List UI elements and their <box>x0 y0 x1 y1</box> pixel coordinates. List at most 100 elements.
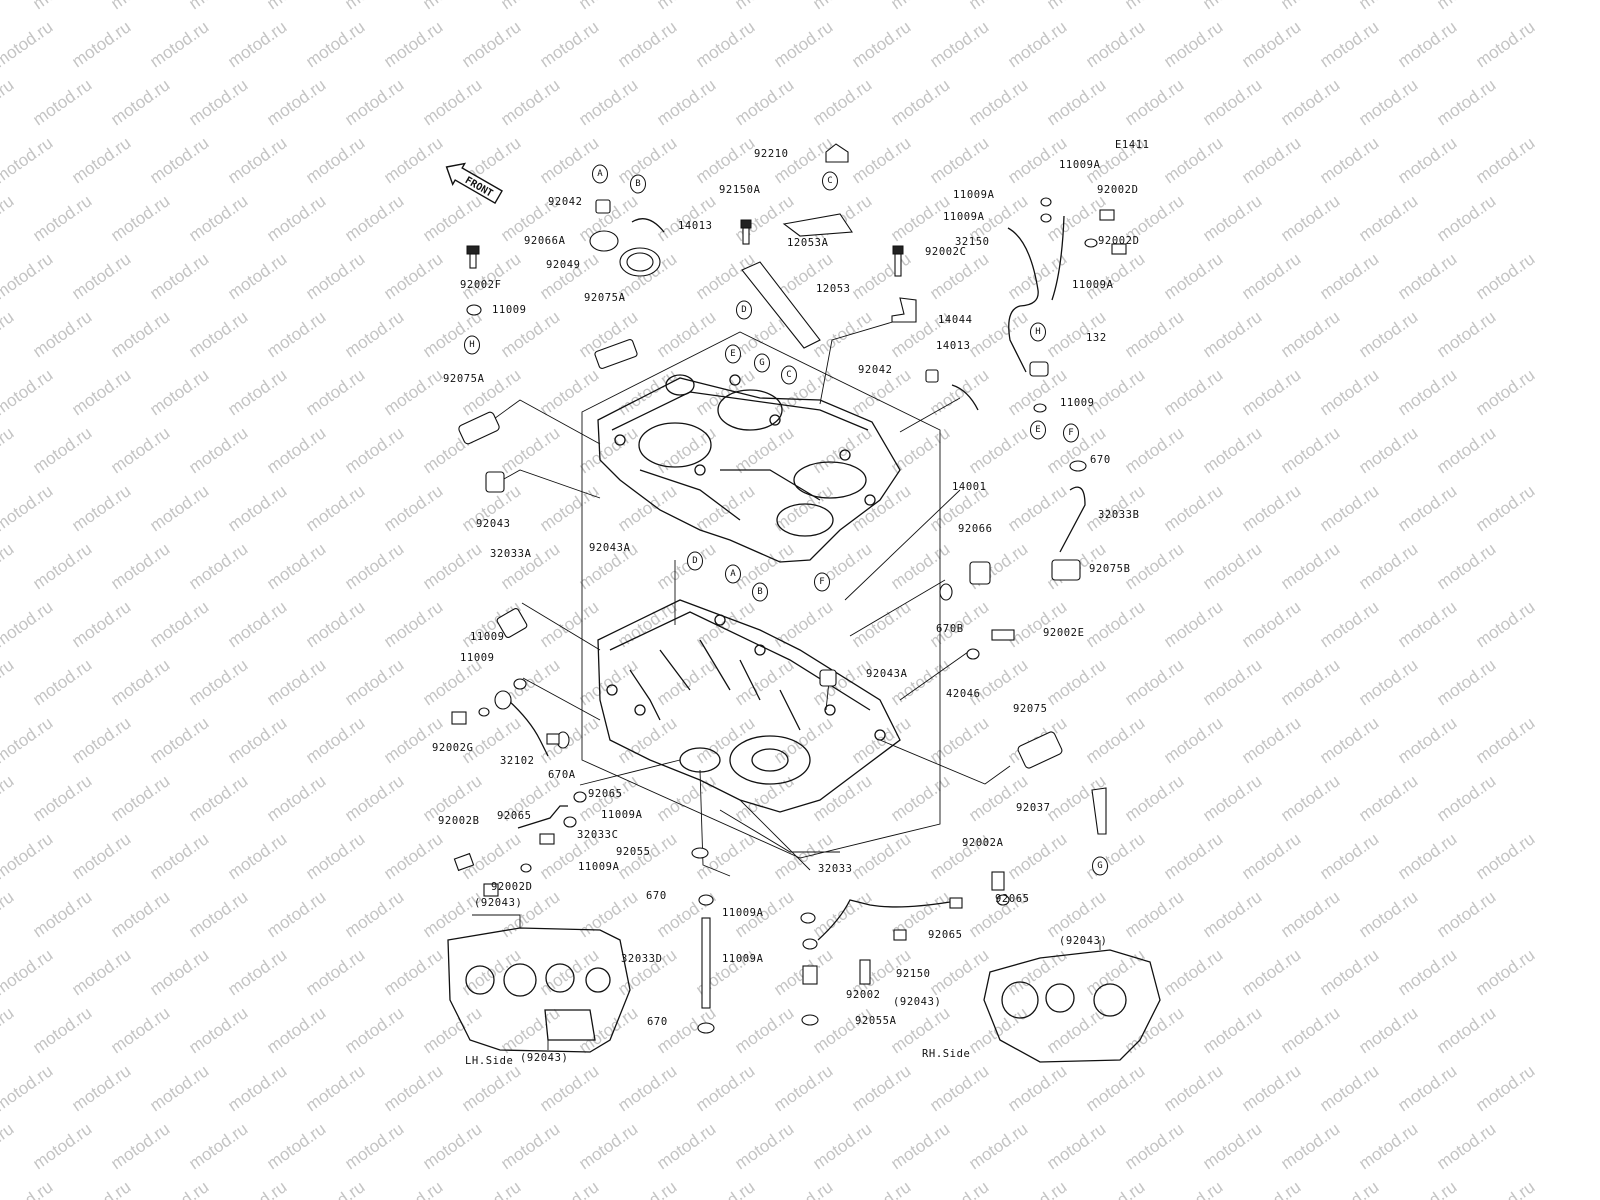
watermark-text: motod.ru <box>458 1061 524 1115</box>
watermark-text: motod.ru <box>419 0 485 13</box>
lh-side-view <box>447 914 631 1053</box>
watermark-text: motod.ru <box>575 0 641 13</box>
callout-letter: G <box>759 358 764 368</box>
watermark-text: motod.ru <box>1199 1119 1265 1173</box>
watermark-text: motod.ru <box>1238 365 1304 419</box>
callout-marker: C <box>781 365 797 385</box>
watermark-text: motod.ru <box>1160 17 1226 71</box>
callout-marker: E <box>725 344 741 364</box>
watermark-text: motod.ru <box>224 945 290 999</box>
watermark-text: motod.ru <box>1433 0 1499 13</box>
watermark-text: motod.ru <box>1355 1119 1421 1173</box>
watermark-text: motod.ru <box>146 1177 212 1200</box>
watermark-text: motod.ru <box>68 249 134 303</box>
watermark-text: motod.ru <box>1394 133 1460 187</box>
part-number-label: 92075A <box>443 373 485 385</box>
watermark-text: motod.ru <box>1238 17 1304 71</box>
part-number-label: 92002F <box>460 279 502 291</box>
callout-letter: A <box>730 569 736 579</box>
watermark-text: motod.ru <box>1160 1061 1226 1115</box>
watermark-text: motod.ru <box>1433 887 1499 941</box>
watermark-text: motod.ru <box>224 365 290 419</box>
part-number-label: 11009A <box>1072 279 1114 291</box>
part-number-label: 14001 <box>952 481 987 493</box>
watermark-text: motod.ru <box>1472 249 1538 303</box>
part-number-label: 11009 <box>1060 397 1095 409</box>
part-number-label: 92075B <box>1089 563 1131 575</box>
watermark-text: motod.ru <box>1277 771 1343 825</box>
part-number-label: 92049 <box>546 259 581 271</box>
callout-letter: A <box>597 169 603 179</box>
part-number-label: (92043) <box>520 1052 568 1064</box>
watermark-text: motod.ru <box>1082 1177 1148 1200</box>
watermark-text: motod.ru <box>1160 249 1226 303</box>
watermark-text: motod.ru <box>1121 423 1187 477</box>
small-parts <box>458 143 979 493</box>
watermark-text: motod.ru <box>1121 771 1187 825</box>
watermark-text: motod.ru <box>380 133 446 187</box>
watermark-text: motod.ru <box>146 1061 212 1115</box>
watermark-text: motod.ru <box>1355 1003 1421 1057</box>
watermark-text: motod.ru <box>1160 1177 1226 1200</box>
watermark-text: motod.ru <box>692 17 758 71</box>
watermark-text: motod.ru <box>419 191 485 245</box>
part-number-label: 14044 <box>938 314 973 326</box>
watermark-text: motod.ru <box>68 133 134 187</box>
watermark-text: motod.ru <box>458 17 524 71</box>
watermark-text: motod.ru <box>1199 887 1265 941</box>
watermark-text: motod.ru <box>1043 887 1109 941</box>
watermark-text: motod.ru <box>107 191 173 245</box>
watermark-text: motod.ru <box>1355 307 1421 361</box>
part-number-label: 32033D <box>621 953 663 965</box>
watermark-text: motod.ru <box>1082 249 1148 303</box>
watermark-text: motod.ru <box>848 481 914 535</box>
watermark-text: motod.ru <box>0 365 56 419</box>
watermark-text: motod.ru <box>341 423 407 477</box>
watermark-text: motod.ru <box>1394 1061 1460 1115</box>
watermark-text: motod.ru <box>1121 539 1187 593</box>
watermark-text: motod.ru <box>1238 481 1304 535</box>
part-number-label: 92042 <box>548 196 583 208</box>
watermark-text: motod.ru <box>68 713 134 767</box>
watermark-text: motod.ru <box>29 0 95 13</box>
watermark-text: motod.ru <box>1160 597 1226 651</box>
watermark-text: motod.ru <box>146 945 212 999</box>
watermark-text: motod.ru <box>1238 713 1304 767</box>
callout-letter: F <box>819 577 824 587</box>
watermark-text: motod.ru <box>770 597 836 651</box>
watermark-text: motod.ru <box>263 539 329 593</box>
watermark-text: motod.ru <box>29 539 95 593</box>
watermark-text: motod.ru <box>380 1177 446 1200</box>
watermark-text: motod.ru <box>1433 539 1499 593</box>
watermark-text: motod.ru <box>146 713 212 767</box>
part-number-label: 92002D <box>1097 184 1139 196</box>
watermark-text: motod.ru <box>1472 17 1538 71</box>
watermark-text: motod.ru <box>1004 1061 1070 1115</box>
watermark-text: motod.ru <box>1277 75 1343 129</box>
watermark-text: motod.ru <box>926 133 992 187</box>
watermark-text: motod.ru <box>887 655 953 709</box>
callout-letter: E <box>1035 425 1040 435</box>
watermark-text: motod.ru <box>0 133 56 187</box>
watermark-text: motod.ru <box>1277 539 1343 593</box>
watermark-text: motod.ru <box>1238 1061 1304 1115</box>
watermark-text: motod.ru <box>0 17 56 71</box>
watermark-text: motod.ru <box>1394 17 1460 71</box>
watermark-text: motod.ru <box>302 365 368 419</box>
watermark-text: motod.ru <box>0 423 17 477</box>
watermark-text: motod.ru <box>29 1003 95 1057</box>
watermark-text: motod.ru <box>809 771 875 825</box>
part-number-label: 670 <box>1090 454 1111 466</box>
watermark-text: motod.ru <box>185 539 251 593</box>
watermark-text: motod.ru <box>68 597 134 651</box>
watermark-text: motod.ru <box>107 1003 173 1057</box>
watermark-text: motod.ru <box>1394 597 1460 651</box>
part-number-label: 92043 <box>476 518 511 530</box>
watermark-text: motod.ru <box>107 887 173 941</box>
watermark-text: motod.ru <box>887 771 953 825</box>
watermark-text: motod.ru <box>224 249 290 303</box>
watermark-text: motod.ru <box>107 1119 173 1173</box>
part-number-label: 92002A <box>962 837 1004 849</box>
part-number-label: 92002B <box>438 815 480 827</box>
